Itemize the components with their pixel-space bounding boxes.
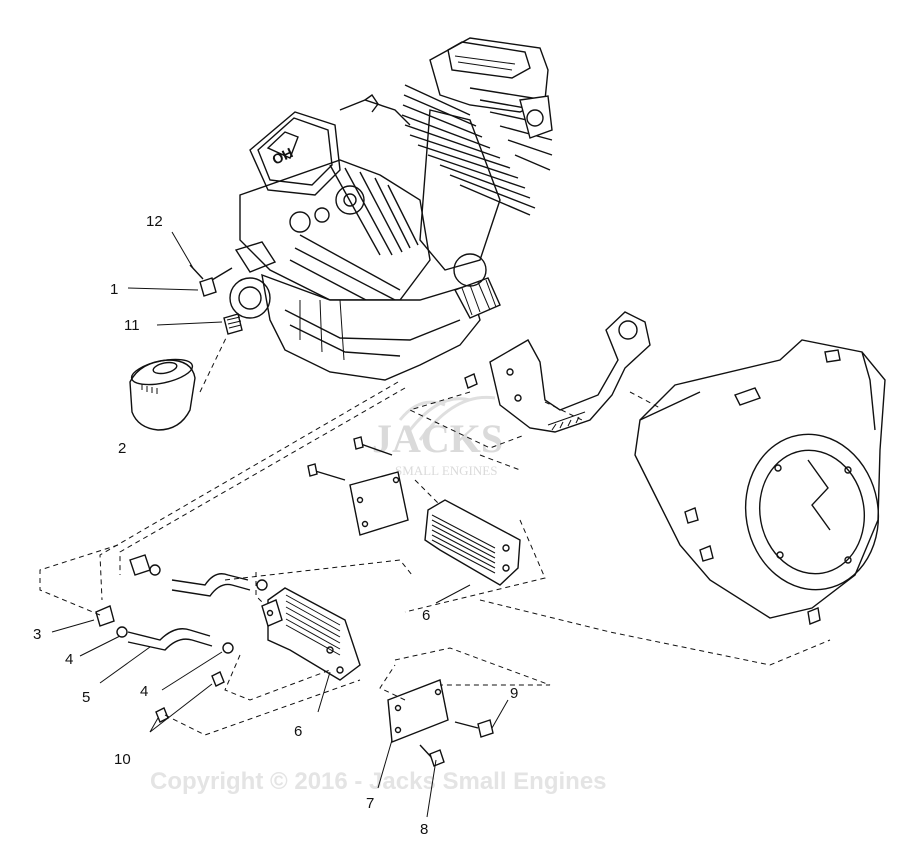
- baffle-bracket: [489, 311, 651, 433]
- callout-5: 5: [82, 689, 90, 706]
- copyright-watermark: Copyright © 2016 - Jacks Small Engines: [150, 768, 607, 795]
- callout-6-upper: 6: [422, 607, 430, 624]
- callout-4-right: 4: [140, 683, 148, 700]
- mounting-plate-upper: [349, 471, 409, 536]
- rear-cylinder: [401, 37, 553, 271]
- mounting-plate-lower: [387, 679, 449, 743]
- callout-1: 1: [110, 281, 118, 298]
- callout-labels: 12 1 11 2 3 4 5 4 10 6 6 9 7 8: [33, 213, 518, 838]
- callout-11: 11: [124, 317, 140, 334]
- oil-filter: [129, 358, 196, 431]
- oil-fill-cap: [364, 94, 379, 113]
- callout-9: 9: [510, 685, 518, 702]
- oil-hose-lower: [127, 628, 213, 651]
- blower-housing: [634, 339, 886, 619]
- callout-12: 12: [146, 213, 163, 230]
- oil-cooler-lower: [267, 587, 361, 681]
- fittings: [95, 373, 821, 723]
- callout-10: 10: [114, 751, 131, 768]
- callout-leaders: [51, 231, 509, 818]
- front-cylinder: OH: [239, 111, 431, 311]
- oil-hose-upper: [171, 573, 251, 597]
- oil-filter-nipple: [223, 313, 243, 335]
- watermark-sub: SMALL ENGINES: [395, 463, 497, 478]
- tab-bracket: [261, 599, 283, 627]
- engine-assembly: OH: [229, 37, 553, 381]
- oil-cooler-upper: [424, 499, 521, 586]
- oil-pressure-switch: [189, 264, 233, 297]
- assembly-guide-lines: [39, 337, 831, 736]
- callout-2: 2: [118, 440, 126, 457]
- screws: [307, 436, 494, 767]
- callout-8: 8: [420, 821, 428, 838]
- crankcase: [229, 241, 481, 381]
- callout-4-left: 4: [65, 651, 73, 668]
- callout-7: 7: [366, 795, 374, 812]
- crankshaft-end: [453, 253, 501, 319]
- callout-3: 3: [33, 626, 41, 643]
- callout-6-lower: 6: [294, 723, 302, 740]
